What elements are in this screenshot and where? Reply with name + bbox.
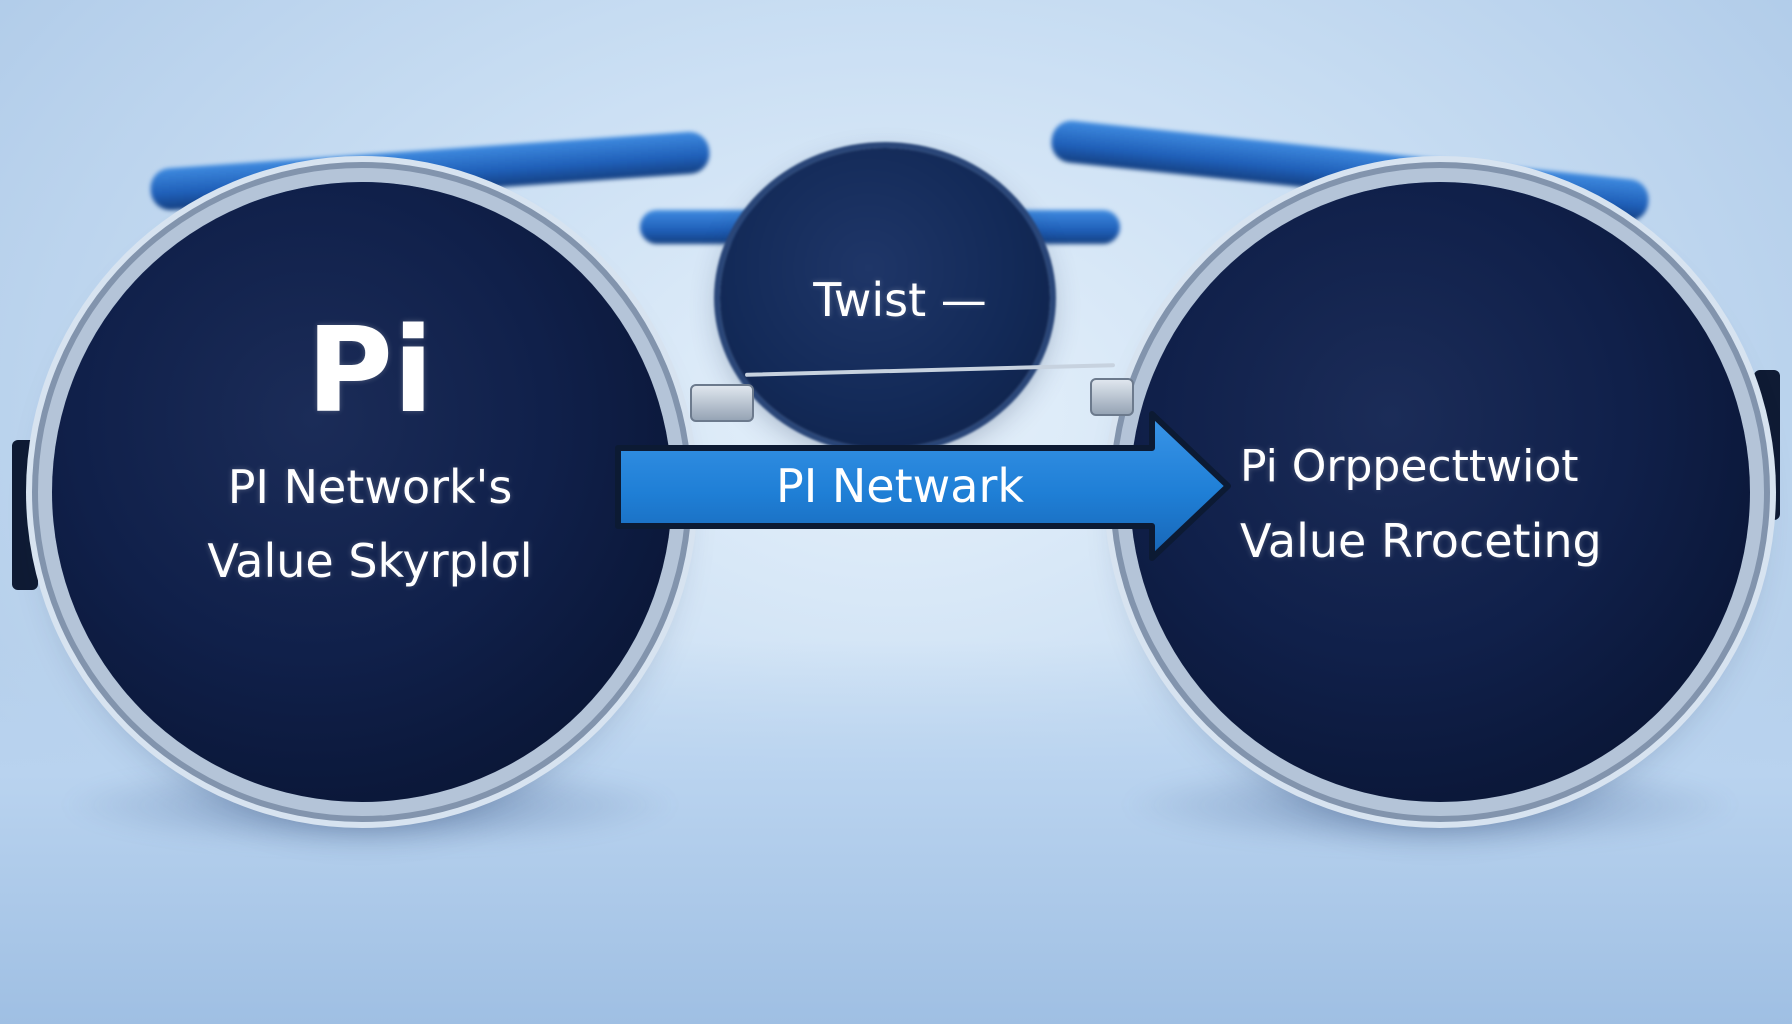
- arrow-body: [615, 411, 1231, 561]
- arrow-shape: [615, 411, 1231, 561]
- pi-logo-text: Pi: [306, 301, 434, 439]
- left-lens-line2: Value Skyrplσl: [207, 534, 533, 588]
- right-hinge: [1090, 378, 1134, 416]
- right-lens: [1130, 182, 1750, 802]
- center-lens: [720, 148, 1050, 448]
- left-lens: [52, 182, 672, 802]
- right-lens-line1: Pi Orppecttwiot: [1240, 441, 1579, 492]
- right-side-clip: [1754, 370, 1780, 520]
- arrow-label: PI Netwark: [775, 459, 1025, 513]
- left-side-clip: [12, 440, 38, 590]
- left-lens-line1: PI Network's: [227, 460, 513, 514]
- right-lens-line2: Value Rroceting: [1240, 514, 1602, 568]
- left-hinge: [690, 384, 754, 422]
- center-lens-text: Twist —: [813, 273, 987, 327]
